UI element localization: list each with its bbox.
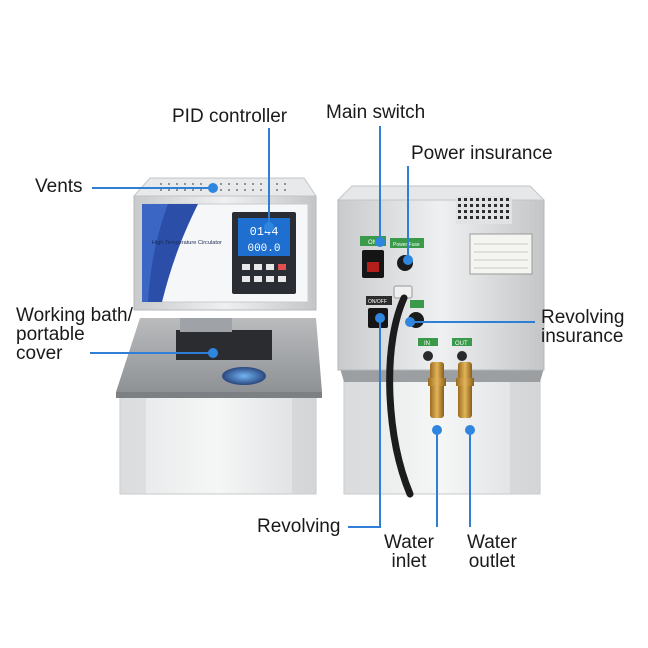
power-cable: [386, 294, 414, 498]
label-power-insurance: Power insurance: [411, 143, 553, 164]
dot-water-outlet: [465, 425, 475, 435]
label-water-outlet-line1: Water: [467, 532, 517, 553]
bath-opening: [176, 330, 272, 360]
dot-working-bath: [208, 348, 218, 358]
panel-title: High Temperature Circulator: [152, 240, 222, 246]
display-bottom-value: 000.0: [247, 243, 280, 255]
dot-revolving: [375, 313, 385, 323]
label-revolving-insurance: Revolving insurance: [541, 308, 624, 346]
dot-pid: [264, 222, 274, 232]
rear-vents: [456, 196, 512, 224]
label-revolving-insurance-line1: Revolving: [541, 307, 625, 328]
label-working-bath-line2: portable: [16, 324, 85, 345]
leader-revolving: [348, 318, 381, 528]
water-inlet-fitting: [430, 362, 444, 418]
housing-top: [132, 177, 317, 197]
out-tag: OUT: [455, 341, 468, 347]
label-water-inlet: Water inlet: [384, 533, 434, 571]
label-water-inlet-line1: Water: [384, 532, 434, 553]
water-outlet-fitting: [458, 362, 472, 418]
dot-water-inlet: [432, 425, 442, 435]
dot-power-insurance: [403, 255, 413, 265]
label-water-outlet-line2: outlet: [468, 551, 516, 572]
fuse-tag: Power Fuse: [393, 242, 420, 248]
label-revolving-insurance-line2: insurance: [541, 326, 624, 347]
label-main-switch: Main switch: [326, 102, 426, 123]
leader-dots: [208, 183, 475, 435]
switch-tag: ON: [368, 240, 377, 246]
label-working-bath-line3: cover: [16, 343, 63, 364]
display-top-value: 0144: [250, 225, 279, 239]
in-tag: IN: [424, 341, 430, 347]
label-working-bath: Working bath/ portable cover: [16, 306, 133, 363]
label-water-inlet-line2: inlet: [391, 551, 427, 572]
lcd-display: [238, 218, 290, 256]
nameplate-lines: [474, 243, 528, 269]
dot-revolving-insurance: [405, 317, 415, 327]
front-cabinet: [119, 393, 317, 495]
controller-keys: [242, 264, 286, 282]
label-revolving: Revolving: [257, 516, 341, 537]
pump-switch-tag: ON/OFF: [368, 299, 387, 305]
back-housing: [337, 199, 545, 371]
top-vents: [160, 183, 286, 191]
label-water-outlet: Water outlet: [467, 533, 517, 571]
nameplate: [469, 233, 533, 275]
front-unit: High Temperature Circulator 0144 000.0: [116, 177, 322, 495]
leader-lines: [90, 126, 535, 528]
dot-vents: [208, 183, 218, 193]
label-vents: Vents: [35, 176, 83, 197]
label-working-bath-line1: Working bath/: [16, 305, 133, 326]
dot-main-switch: [375, 237, 385, 247]
back-unit: ON Power Fuse ON/OFF IN OUT: [336, 185, 546, 498]
label-pid-controller: PID controller: [172, 106, 288, 127]
